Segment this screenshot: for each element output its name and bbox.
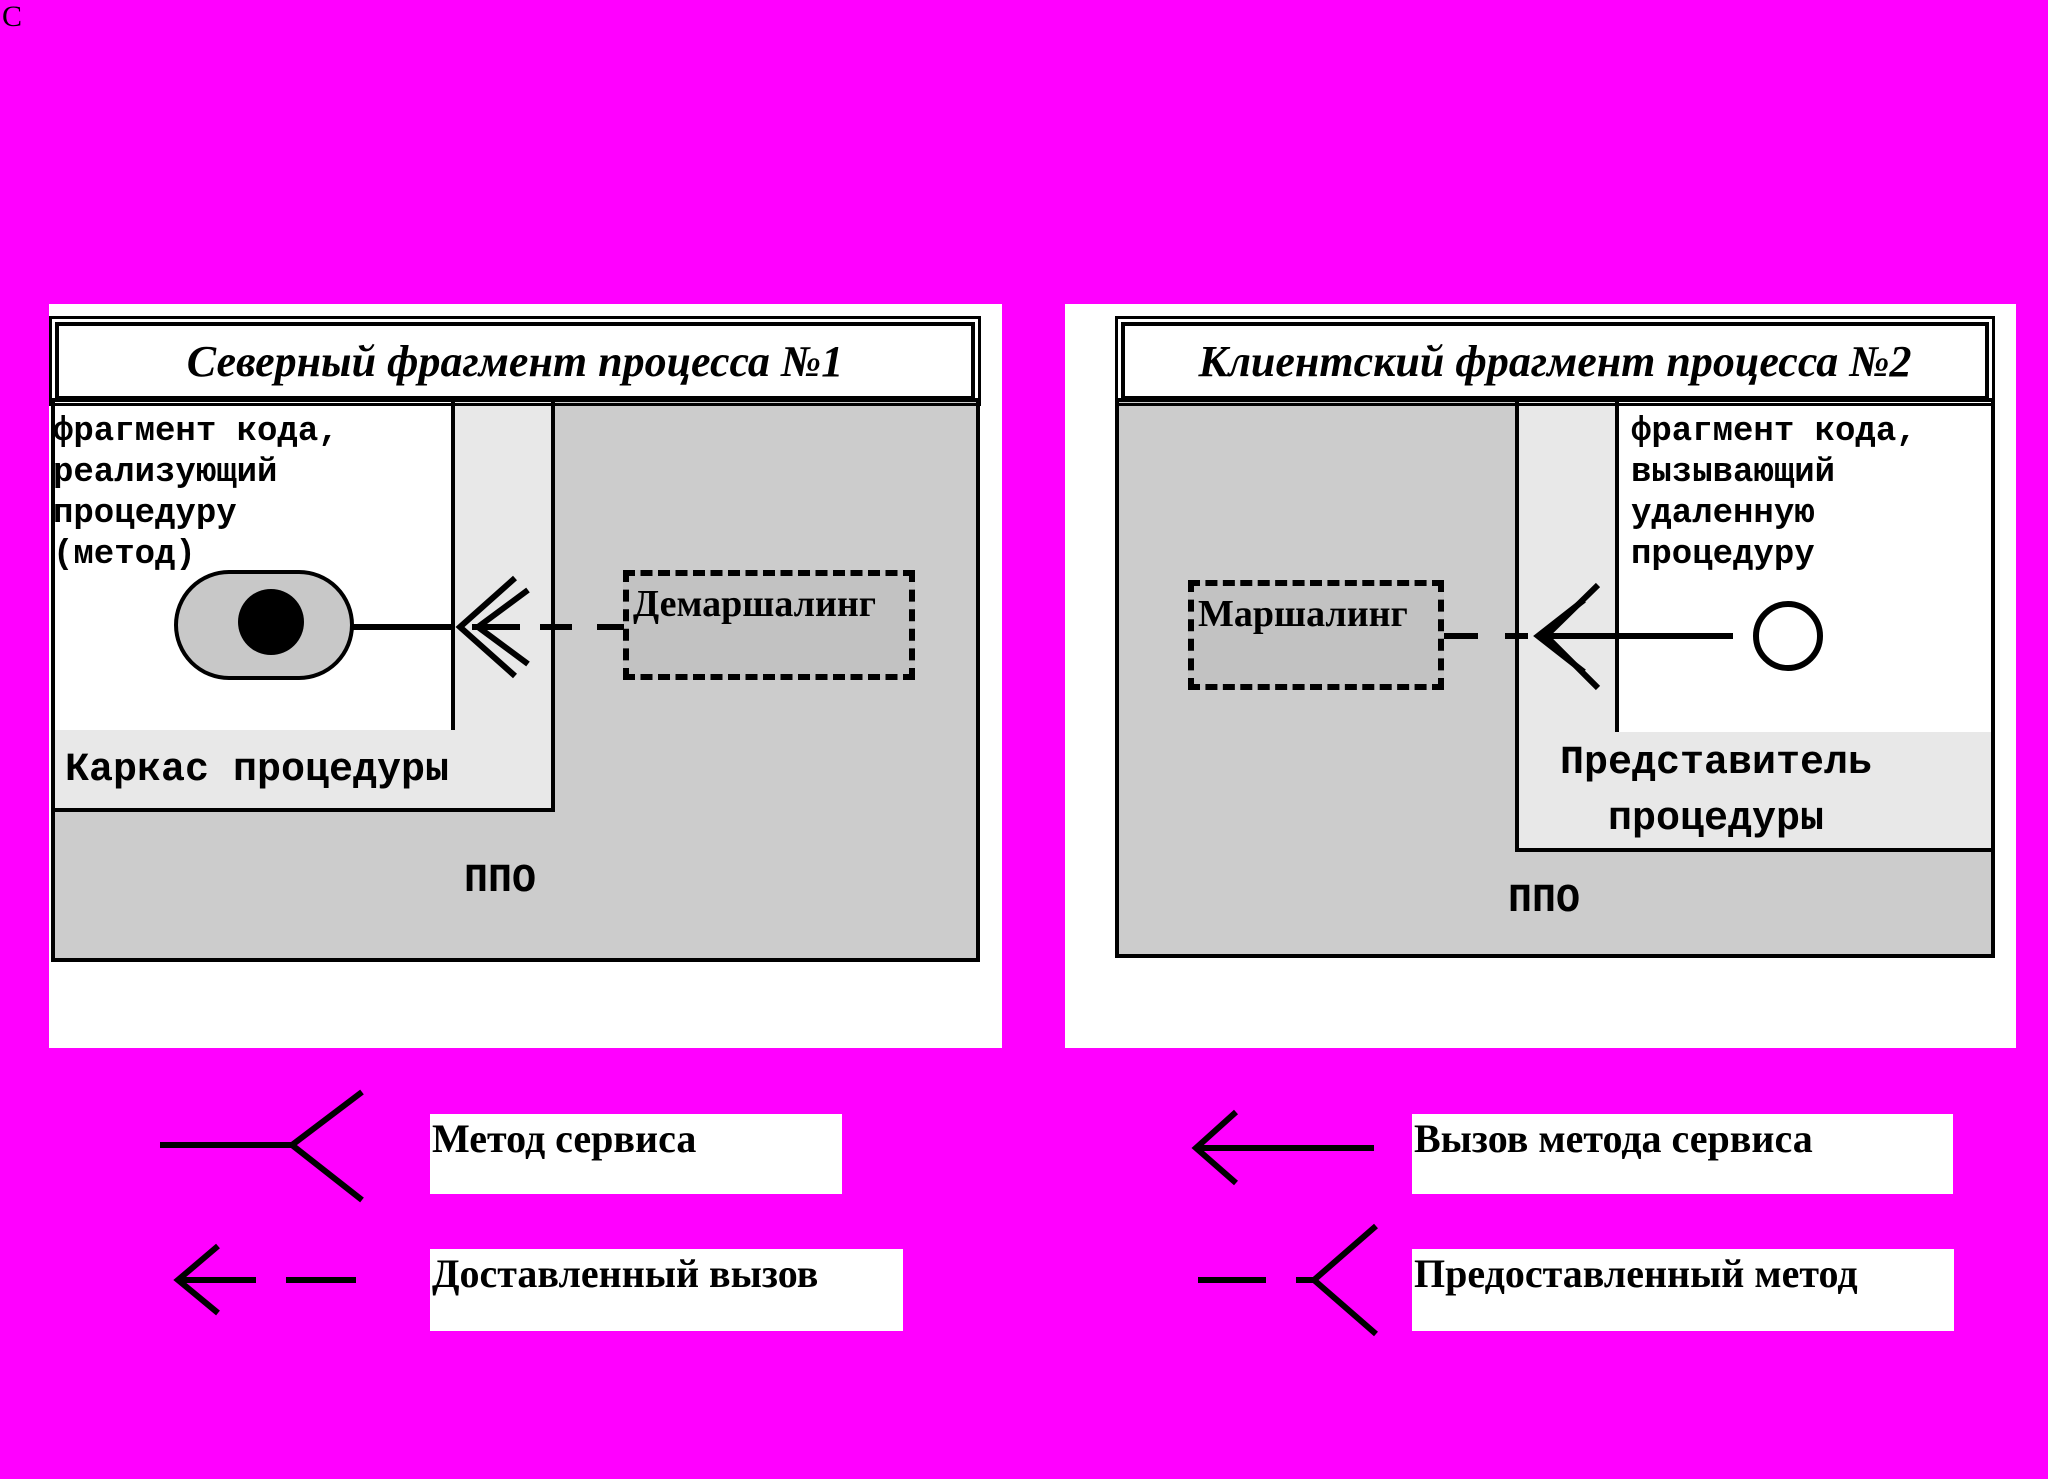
right-ppo-label: ППО: [1508, 879, 1581, 924]
corner-letter: C: [2, 0, 23, 33]
legend-provided-method-label: Предоставленный метод: [1412, 1249, 1954, 1331]
object-circle-icon: [1753, 601, 1823, 671]
left-panel-title: Северный фрагмент процесса №1: [49, 316, 981, 406]
right-panel-title: Клиентский фрагмент процесса №2: [1115, 316, 1995, 406]
legend-delivered-call-icon: [173, 1243, 356, 1316]
legend-service-method-call-label: Вызов метода сервиса: [1412, 1114, 1953, 1194]
method-lollipop-icon: [174, 570, 354, 680]
left-panel: фрагмент кода, реализующий процедуру (ме…: [49, 304, 1002, 1048]
legend-delivered-call-label: Доставленный вызов: [430, 1249, 903, 1331]
right-proxy-label: Представитель процедуры: [1560, 741, 1873, 842]
left-skeleton-label: Каркас процедуры: [65, 748, 450, 793]
left-code-text: фрагмент кода, реализующий процедуру (ме…: [53, 413, 339, 574]
marshaling-box: Маршалинг: [1188, 580, 1444, 690]
legend-service-method-icon: [160, 1089, 364, 1203]
right-code-text: фрагмент кода, вызывающий удаленную проц…: [1631, 413, 1917, 574]
legend-service-method-label: Метод сервиса: [430, 1114, 842, 1194]
right-panel: фрагмент кода, вызывающий удаленную проц…: [1065, 304, 2016, 1048]
right-socket-icon: [1533, 582, 1601, 691]
right-code-area: [1615, 402, 1991, 732]
left-ppo-label: ППО: [464, 859, 537, 904]
legend-service-method-call-icon: [1191, 1109, 1374, 1186]
demarshaling-box: Демаршалинг: [623, 570, 915, 680]
legend-provided-method-icon: [1198, 1223, 1378, 1337]
